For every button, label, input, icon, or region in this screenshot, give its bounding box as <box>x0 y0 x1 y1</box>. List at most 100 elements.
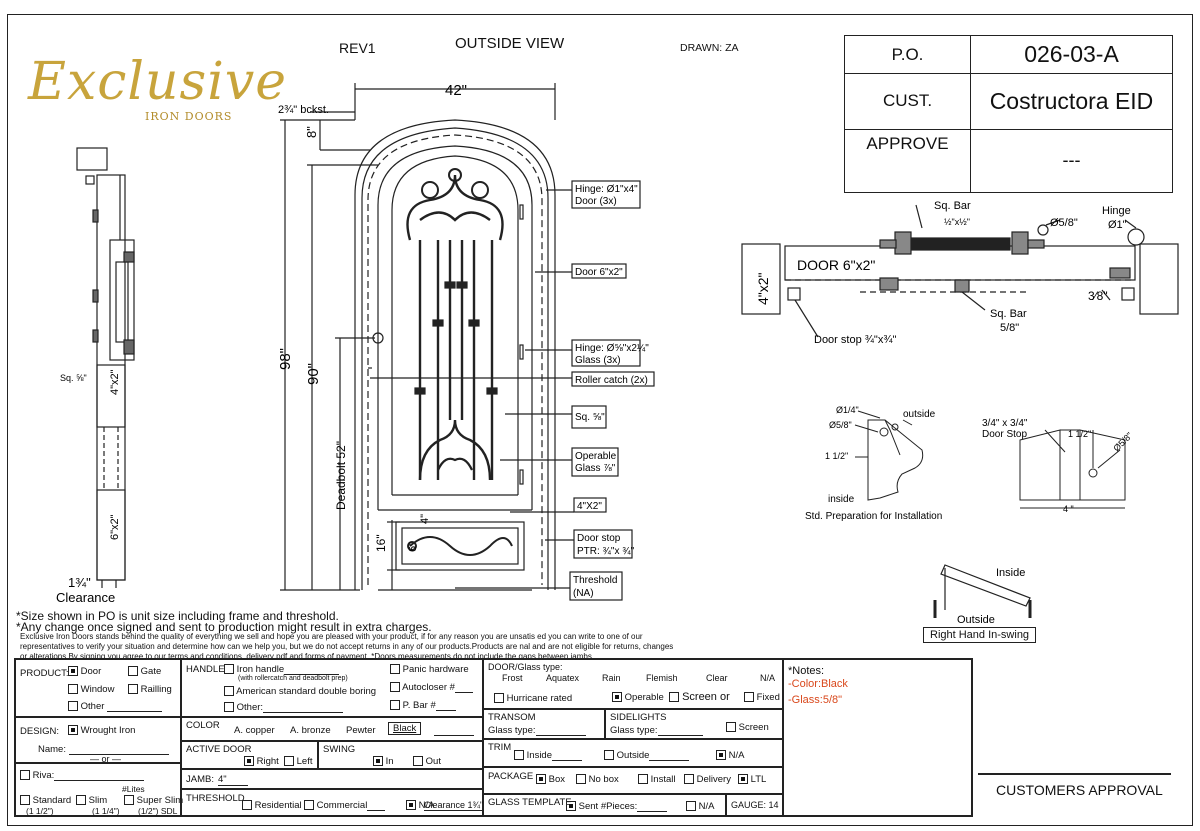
swing-section: SWING In Out <box>318 741 483 769</box>
stop-title: 3/4" x 3/4" <box>982 418 1028 429</box>
hurricane-checkbox[interactable] <box>494 693 504 704</box>
backstop-dimension: 2¾" bckst. <box>278 104 329 116</box>
delivery-checkbox[interactable] <box>684 774 694 785</box>
prep-d58: Ø5/8" <box>829 420 852 430</box>
glass-opt-aquatex: Aquatex <box>546 673 580 683</box>
width-dimension: 42" <box>445 82 467 99</box>
standard-checkbox[interactable] <box>20 795 30 806</box>
note-size: *Size shown in PO is unit size including… <box>16 609 339 623</box>
trim-inside-checkbox[interactable] <box>514 750 524 761</box>
plan-door: DOOR 6"x2" <box>797 257 875 273</box>
height-4-dimension: 4" <box>419 514 431 524</box>
transom-section: TRANSOM Glass type: <box>483 709 605 739</box>
sent-checkbox[interactable] <box>566 801 576 812</box>
operable-checkbox[interactable] <box>612 692 622 703</box>
revision-label: REV1 <box>339 40 376 56</box>
autocloser-checkbox[interactable] <box>390 682 400 693</box>
in-checkbox[interactable] <box>373 756 383 767</box>
slim-checkbox[interactable] <box>76 795 86 806</box>
install-label: Install <box>650 774 676 785</box>
callout-glass-3x: Glass (3x) <box>575 355 621 366</box>
riva-checkbox[interactable] <box>20 770 30 781</box>
box-checkbox[interactable] <box>536 774 546 785</box>
no-box-label: No box <box>588 774 619 785</box>
standard-size: (1 1/2") <box>26 806 54 816</box>
other-handle-checkbox[interactable] <box>224 702 234 713</box>
ltl-checkbox[interactable] <box>738 774 748 785</box>
po-value: 026-03-A <box>970 34 1173 75</box>
callout-glass-78: Glass ⅞" <box>575 463 616 474</box>
swing-diagram <box>933 564 1032 618</box>
pbar-label: P. Bar # <box>402 700 436 711</box>
name-label: Name: <box>38 744 66 755</box>
window-checkbox[interactable] <box>68 684 78 695</box>
fixed-checkbox[interactable] <box>744 692 754 703</box>
transom-label: TRANSOM <box>488 712 536 723</box>
gauge-section: GAUGE: 14 <box>726 794 783 816</box>
technical-drawing: Sq. ⅝" 4"x2" 6"x2" 1¾" Clearance <box>56 82 1179 626</box>
out-label: Out <box>425 756 441 767</box>
view-title: OUTSIDE VIEW <box>455 35 565 52</box>
callout-threshold-na: (NA) <box>573 588 594 599</box>
screen-checkbox[interactable] <box>726 722 736 733</box>
template-na-checkbox[interactable] <box>686 801 696 812</box>
po-table: P.O. 026-03-A CUST. Costructora EID APPR… <box>844 34 1173 194</box>
active-door-section: ACTIVE DOOR Right Left <box>181 741 318 769</box>
side-sq-label: Sq. ⅝" <box>60 373 87 383</box>
handle-section: HANDLE Iron handle (with rollercatch and… <box>181 659 483 717</box>
american-checkbox[interactable] <box>224 686 234 697</box>
prep-inside: inside <box>828 494 855 505</box>
install-checkbox[interactable] <box>638 774 648 785</box>
pbar-checkbox[interactable] <box>390 700 400 711</box>
american-label: American standard double boring <box>236 686 377 697</box>
stop-d58: Ø5/8" <box>1111 430 1134 453</box>
notes-title: *Notes: <box>788 665 825 677</box>
door-label: Door <box>80 666 102 677</box>
side-6x2-label: 6"x2" <box>109 514 121 540</box>
fixed-label: Fixed <box>756 692 780 703</box>
right-checkbox[interactable] <box>244 756 254 767</box>
swing-inside: Inside <box>996 567 1025 579</box>
gate-checkbox[interactable] <box>128 666 138 677</box>
no-box-checkbox[interactable] <box>576 774 586 785</box>
note-color: -Color:Black <box>788 678 848 690</box>
wrought-checkbox[interactable] <box>68 725 78 736</box>
iron-handle-note: (with rollercatch and deadbolt prep) <box>238 675 348 682</box>
top-8-dimension: 8" <box>304 126 319 138</box>
callout-4x2: 4"X2" <box>577 501 602 512</box>
trim-na-checkbox[interactable] <box>716 750 726 761</box>
screen-or-checkbox[interactable] <box>669 692 679 703</box>
callout-roller-catch: Roller catch (2x) <box>575 375 648 386</box>
plan-door-stop: Door stop ¾"x¾" <box>814 334 896 346</box>
trim-na-label: N/A <box>728 750 745 761</box>
note-change: *Any change once signed and sent to prod… <box>16 620 432 634</box>
iron-handle-checkbox[interactable] <box>224 664 234 675</box>
glass-opt-clear: Clear <box>706 673 728 683</box>
operable-label: Operable <box>624 692 664 703</box>
callout-operable: Operable <box>575 451 617 462</box>
trim-outside-checkbox[interactable] <box>604 750 614 761</box>
gate-label: Gate <box>140 666 162 677</box>
door-checkbox[interactable] <box>68 666 78 677</box>
railling-checkbox[interactable] <box>128 684 138 695</box>
other-checkbox[interactable] <box>68 701 78 712</box>
left-checkbox[interactable] <box>284 756 294 767</box>
commercial-checkbox[interactable] <box>304 800 314 811</box>
out-checkbox[interactable] <box>413 756 423 767</box>
super-slim-checkbox[interactable] <box>124 795 134 806</box>
drawing-sheet <box>7 14 1193 826</box>
color-black-selected[interactable]: Black <box>388 722 422 735</box>
panic-checkbox[interactable] <box>390 664 400 675</box>
threshold-na-checkbox[interactable] <box>406 800 416 811</box>
deadbolt-dimension: Deadbolt 52" <box>334 441 348 510</box>
design-section: DESIGN: Wrought Iron Name: — or — <box>15 717 181 764</box>
package-section: PACKAGE Box No box Install Delivery LTL <box>483 767 783 794</box>
residential-label: Residential <box>254 800 302 811</box>
stop-sub: Door Stop <box>982 429 1027 440</box>
jamb-label: JAMB: <box>186 774 214 785</box>
swing-caption: Right Hand In-swing <box>923 627 1037 643</box>
residential-checkbox[interactable] <box>242 800 252 811</box>
autocloser-label: Autocloser # <box>402 682 455 693</box>
door-elevation <box>280 83 655 601</box>
callout-hinge-2: Hinge: Ø⅝"x2¼" <box>575 342 649 354</box>
